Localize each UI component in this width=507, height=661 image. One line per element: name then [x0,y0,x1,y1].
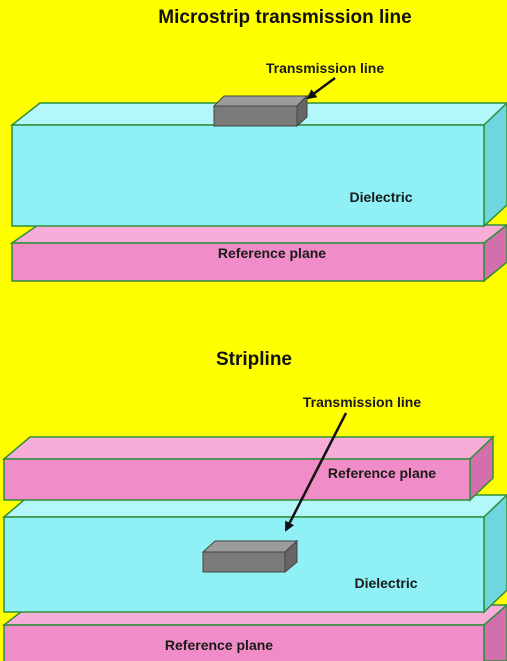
stripline-section: Stripline Transmission line Refer [1,349,507,661]
stripline-trace-top-face [201,540,299,553]
stripline-top-reference-top-face [1,436,495,460]
microstrip-dielectric [9,101,507,228]
stripline-bottom-reference-front-face [3,624,485,661]
microstrip-trace [212,94,309,128]
stripline-dielectric-label: Dielectric [354,575,417,591]
stripline-title: Stripline [216,349,292,370]
microstrip-trace-top-face [212,95,309,107]
stripline-bottom-reference-plane-label: Reference plane [165,637,273,653]
stripline-top-reference-front-face [3,458,471,501]
microstrip-section: Microstrip transmission line Transmissio… [9,7,507,283]
stripline-top-reference-plane [1,435,495,502]
microstrip-title: Microstrip transmission line [158,7,411,28]
microstrip-dielectric-front-face [11,124,485,227]
stripline-transmission-line-label: Transmission line [303,394,421,410]
microstrip-reference-plane [9,224,507,283]
microstrip-transmission-line-arrow [306,76,336,100]
stripline-trace [201,539,299,574]
stripline-transmission-line-arrow [284,412,348,532]
stripline-trace-front-face [202,551,286,573]
microstrip-trace-front-face [213,105,298,127]
stripline-top-reference-plane-label: Reference plane [328,465,436,481]
microstrip-dielectric-side-face [483,101,507,228]
microstrip-dielectric-label: Dielectric [349,189,412,205]
microstrip-reference-top-face [9,224,507,244]
microstrip-reference-front-face [11,242,485,282]
microstrip-transmission-line-label: Transmission line [266,60,384,76]
microstrip-reference-plane-label: Reference plane [218,245,326,261]
